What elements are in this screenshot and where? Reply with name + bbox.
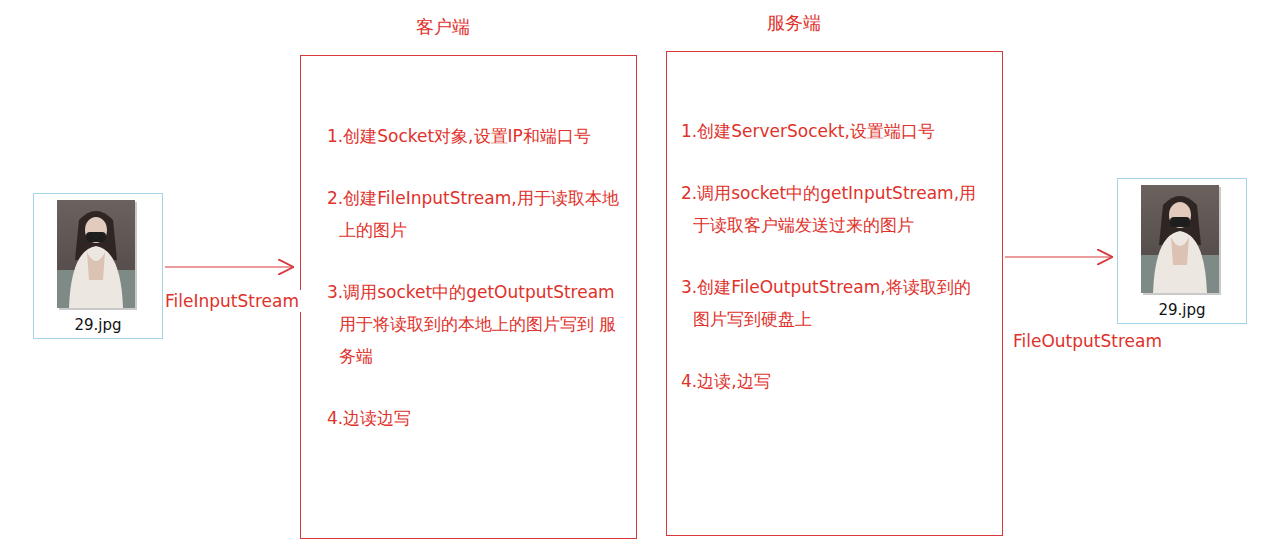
panel-heading: 客户端 bbox=[416, 15, 470, 39]
step-text: 3.创建FileOutputStream,将读取到的 图片写到硬盘上 bbox=[681, 271, 992, 335]
flow-arrow bbox=[1005, 256, 1111, 257]
step-text: 1.创建ServerSocekt,设置端口号 bbox=[681, 115, 992, 147]
step-text: 2.创建FileInputStream,用于读取本地 上的图片 bbox=[327, 182, 626, 246]
step-panel: 客户端1.创建Socket对象,设置IP和端口号2.创建FileInputStr… bbox=[300, 55, 637, 539]
edge-label: FileOutputStream bbox=[1011, 330, 1164, 352]
step-text: 4.边读边写 bbox=[327, 402, 626, 434]
flow-arrow bbox=[165, 266, 292, 267]
image-file-box: 29.jpg bbox=[33, 193, 163, 339]
step-text: 2.调用socket中的getInputStream,用 于读取客户端发送过来的… bbox=[681, 177, 992, 241]
file-name: 29.jpg bbox=[1158, 300, 1205, 320]
panel-heading: 服务端 bbox=[767, 11, 821, 35]
step-text: 3.调用socket中的getOutputStream 用于将读取到的本地上的图… bbox=[327, 276, 626, 372]
step-panel: 服务端1.创建ServerSocekt,设置端口号2.调用socket中的get… bbox=[666, 51, 1003, 536]
file-name: 29.jpg bbox=[74, 315, 121, 335]
step-text: 4.边读,边写 bbox=[681, 365, 992, 397]
step-text: 1.创建Socket对象,设置IP和端口号 bbox=[327, 120, 626, 152]
photo-thumbnail bbox=[1141, 185, 1221, 295]
image-file-box: 29.jpg bbox=[1117, 178, 1247, 324]
photo-thumbnail bbox=[57, 200, 137, 310]
edge-label: FileInputStream bbox=[163, 290, 301, 312]
